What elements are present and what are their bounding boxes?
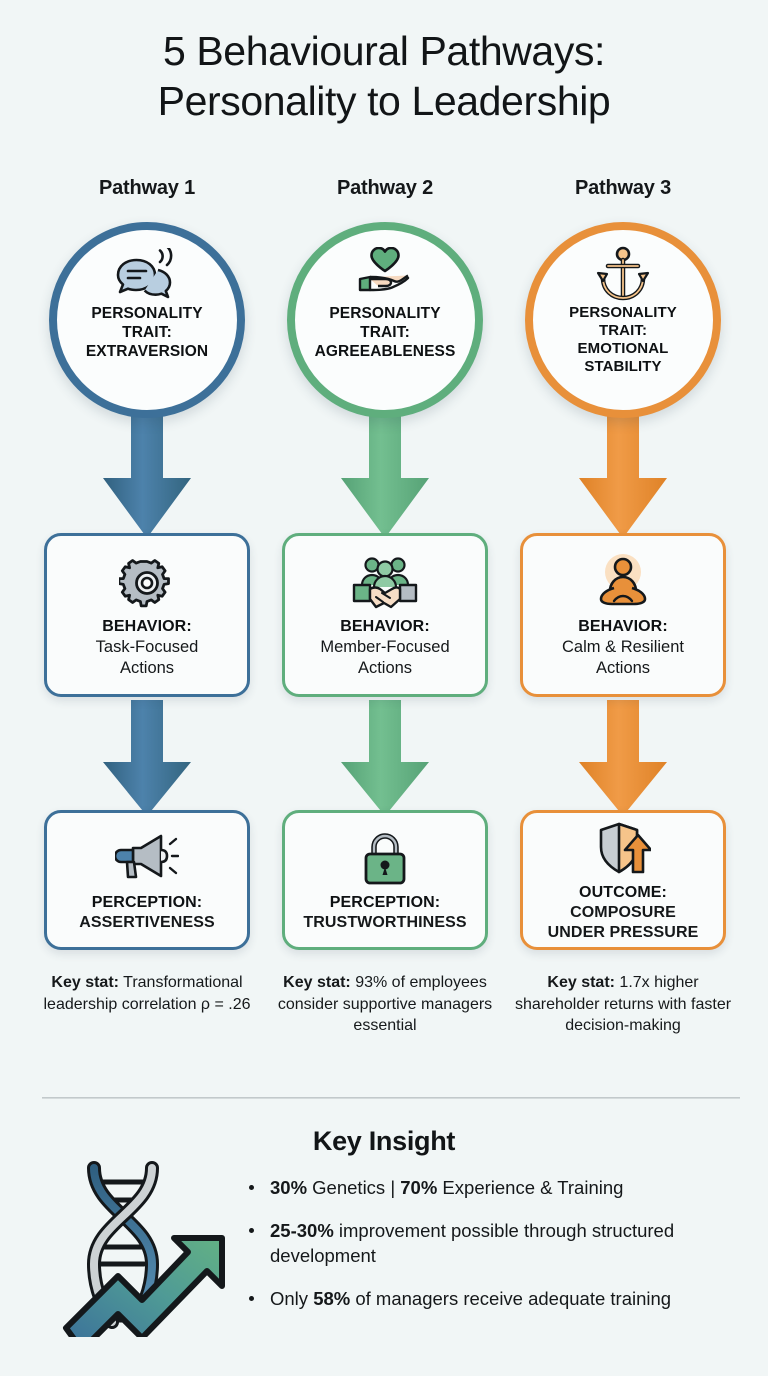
pathway-2-trait-circle[interactable]: PERSONALITY TRAIT: AGREEABLENESS [287,222,483,418]
lock-icon [361,828,409,890]
pathway-1-key-stat-label: Key stat: [51,974,119,991]
pathway-3-behavior-card[interactable]: BEHAVIOR: Calm & Resilient Actions [520,533,726,697]
pathway-label-2: Pathway 2 [336,177,434,199]
pathway-1-behavior-card[interactable]: BEHAVIOR: Task-Focused Actions [44,533,250,697]
ki3-t2: of managers receive adequate training [350,1288,672,1309]
pathway-1-perception-heading: PERCEPTION: [91,893,203,911]
gear-icon [119,552,175,614]
pathway-2-perception-heading: PERCEPTION: [329,893,441,911]
pathway-2-key-stat: Key stat: 93% of employees consider supp… [269,972,501,1037]
pathway-2-key-stat-label: Key stat: [283,974,351,991]
flow-arrow-1b [103,700,191,816]
pathway-2-key-stat-text: 93% of employees consider supportive man… [277,974,493,1034]
key-insight-heading: Key Insight [312,1126,456,1156]
pathway-1-perception-body: ASSERTIVENESS [79,913,215,931]
ki3-b2: 58% [313,1288,351,1309]
meditation-icon [592,552,654,614]
pathway-3-behavior-heading: BEHAVIOR: [578,617,668,635]
pathway-3-key-stat-label: Key stat: [547,974,615,991]
ki1-b2: 70% [400,1177,438,1198]
section-divider [42,1097,740,1099]
handshake-team-icon [350,552,420,614]
key-insight-bullet-3: Only 58% of managers receive adequate tr… [246,1286,746,1311]
pathway-1-behavior-body: Task-Focused Actions [95,637,199,677]
pathway-2-behavior-heading: BEHAVIOR: [340,617,430,635]
anchor-icon [596,246,650,302]
key-insight-bullet-1: 30% Genetics | 70% Experience & Training [246,1175,746,1200]
ki1-t1: Genetics | [307,1177,401,1198]
bullet-dot-icon [249,1228,254,1233]
pathway-2-perception-body: TRUSTWORTHINESS [303,913,467,931]
pathway-3-outcome-body: COMPOSURE UNDER PRESSURE [547,903,699,941]
pathway-3-outcome-card[interactable]: OUTCOME: COMPOSURE UNDER PRESSURE [520,810,726,950]
shield-arrow-icon [595,818,651,880]
ki2-t1: improvement possible through structured … [270,1220,675,1266]
ki1-t2: Experience & Training [437,1177,624,1198]
heart-in-hand-icon [354,246,416,302]
pathway-1-key-stat: Key stat: Transformational leadership co… [31,972,263,1015]
pathway-2-behavior-card[interactable]: BEHAVIOR: Member-Focused Actions [282,533,488,697]
key-insight-list: 30% Genetics | 70% Experience & Training… [246,1175,746,1329]
pathway-2-trait-text: PERSONALITY TRAIT: AGREEABLENESS [314,305,456,360]
pathway-label-3: Pathway 3 [574,177,672,199]
bullet-dot-icon [249,1296,254,1301]
pathway-3-behavior-body: Calm & Resilient Actions [562,637,684,677]
pathway-3-outcome-heading: OUTCOME: [579,883,667,901]
ki2-b1: 25-30% [270,1220,334,1241]
ki3-t1: Only [270,1288,314,1309]
ki1-b1: 30% [270,1177,308,1198]
flow-arrow-2a [341,378,429,538]
pathway-2-perception-card[interactable]: PERCEPTION: TRUSTWORTHINESS [282,810,488,950]
pathway-3-key-stat-text: 1.7x higher shareholder returns with fas… [514,974,732,1034]
speech-bubbles-icon [114,246,180,302]
title-line-2: Personality to Leadership [157,78,611,124]
flow-arrow-1a [103,378,191,538]
flow-arrow-3b [579,700,667,816]
flow-arrow-3a [579,378,667,538]
pathway-1-behavior-heading: BEHAVIOR: [102,617,192,635]
pathway-3-trait-circle[interactable]: PERSONALITY TRAIT: EMOTIONAL STABILITY [525,222,721,418]
pathway-1-perception-card[interactable]: PERCEPTION: ASSERTIVENESS [44,810,250,950]
dna-growth-arrow-icon [58,1152,233,1353]
pathway-label-1: Pathway 1 [98,177,196,199]
megaphone-icon [115,828,179,890]
flow-arrow-2b [341,700,429,816]
pathway-3-key-stat: Key stat: 1.7x higher shareholder return… [507,972,739,1037]
pathway-1-trait-text: PERSONALITY TRAIT: EXTRAVERSION [85,305,209,360]
bullet-dot-icon [249,1185,254,1190]
key-insight-bullet-2: 25-30% improvement possible through stru… [246,1218,746,1268]
pathway-1-key-stat-text: Transformational leadership correlation … [43,974,251,1013]
pathway-3-trait-text: PERSONALITY TRAIT: EMOTIONAL STABILITY [569,304,677,375]
pathway-1-trait-circle[interactable]: PERSONALITY TRAIT: EXTRAVERSION [49,222,245,418]
pathway-2-behavior-body: Member-Focused Actions [320,637,450,677]
title-line-1: 5 Behavioural Pathways: [162,28,606,74]
page-title: 5 Behavioural Pathways: Personality to L… [0,26,768,126]
